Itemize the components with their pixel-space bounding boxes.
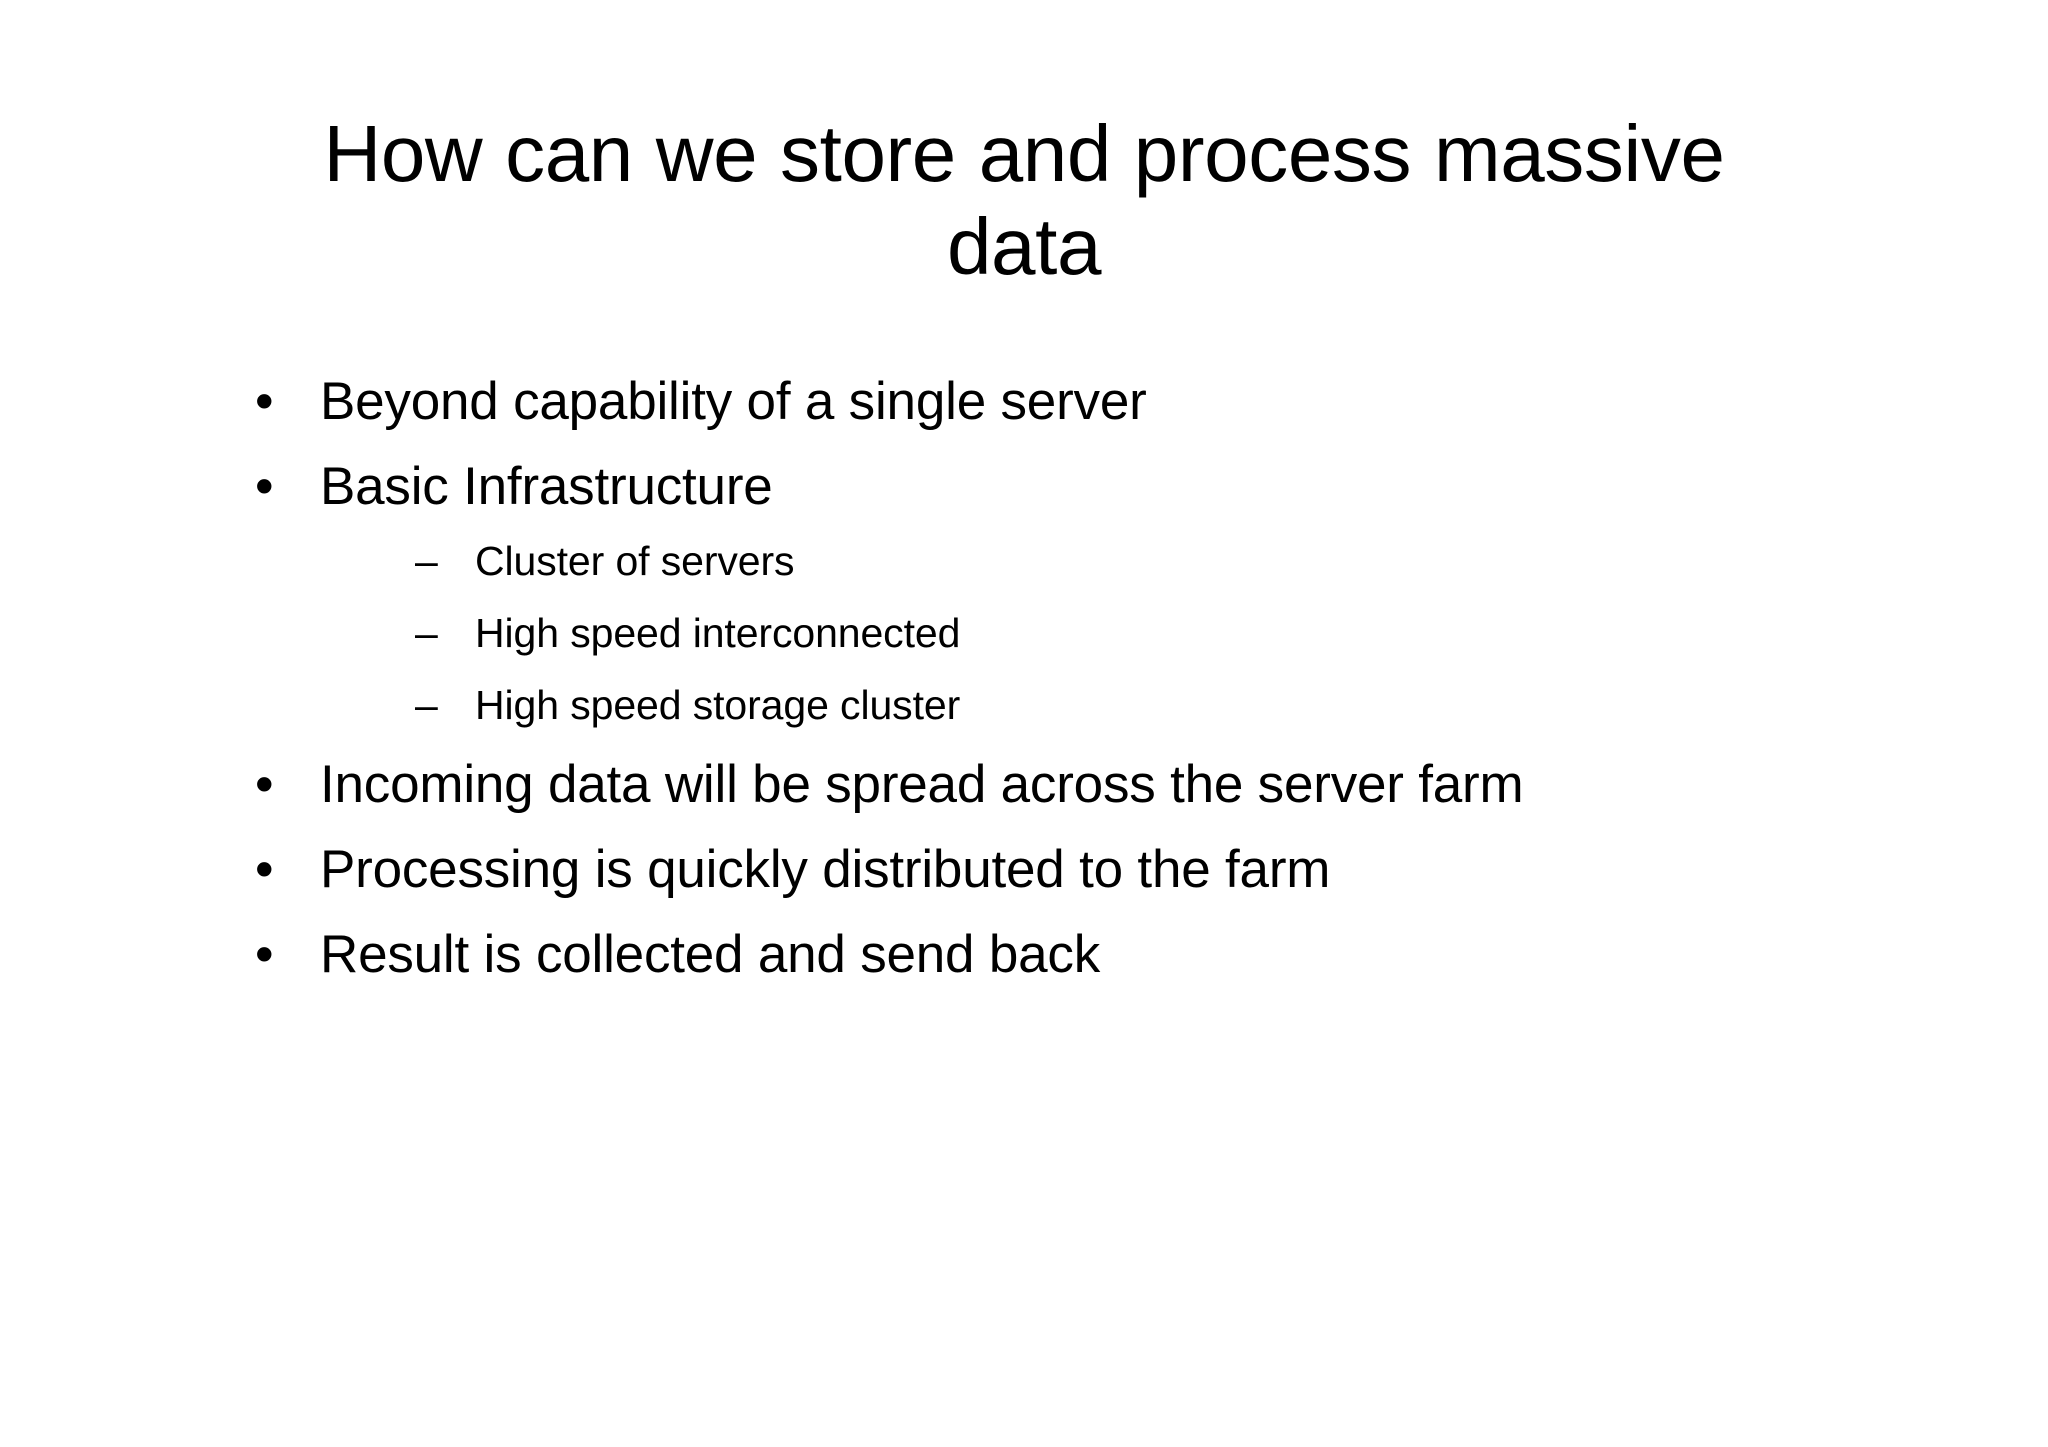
bullet-dot-icon: • [255,372,274,431]
bullet-item-result-collected: • Result is collected and send back [245,925,1925,984]
bullet-dot-icon: • [255,754,274,814]
bullet-dot-icon: • [255,457,274,517]
bullet-item-beyond-capability: • Beyond capability of a single server [245,372,1925,431]
sub-bullet-item-cluster-of-servers: – Cluster of servers [320,537,1925,585]
bullet-item-incoming-data: • Incoming data will be spread across th… [245,755,1925,814]
slide-title: How can we store and process massive dat… [180,108,1868,294]
bullet-list: • Beyond capability of a single server •… [245,372,1925,985]
slide-title-line-2: data [946,201,1102,291]
sub-bullet-text: High speed interconnected [475,609,961,656]
bullet-dot-icon: • [255,840,274,900]
sub-bullet-item-high-speed-interconnected: – High speed interconnected [320,609,1925,657]
bullet-text: Result is collected and send back [320,925,1101,985]
sub-bullet-text: High speed storage cluster [475,681,961,728]
bullet-text: Basic Infrastructure [320,457,773,517]
slide-title-line-1: How can we store and process massive [323,109,1725,198]
bullet-text: Incoming data will be spread across the … [320,754,1524,814]
bullet-text: Beyond capability of a single server [320,372,1147,431]
slide-body: • Beyond capability of a single server •… [245,372,1925,985]
sub-bullet-list: – Cluster of servers – High speed interc… [320,537,1925,729]
bullet-text: Processing is quickly distributed to the… [320,840,1331,900]
sub-bullet-text: Cluster of servers [475,537,795,584]
sub-bullet-item-high-speed-storage-cluster: – High speed storage cluster [320,681,1925,729]
bullet-dash-icon: – [415,609,438,656]
bullet-dash-icon: – [415,537,438,584]
bullet-item-basic-infrastructure: • Basic Infrastructure – Cluster of serv… [245,457,1925,728]
bullet-dot-icon: • [255,925,274,985]
bullet-dash-icon: – [415,681,438,728]
bullet-item-processing-distributed: • Processing is quickly distributed to t… [245,840,1925,899]
